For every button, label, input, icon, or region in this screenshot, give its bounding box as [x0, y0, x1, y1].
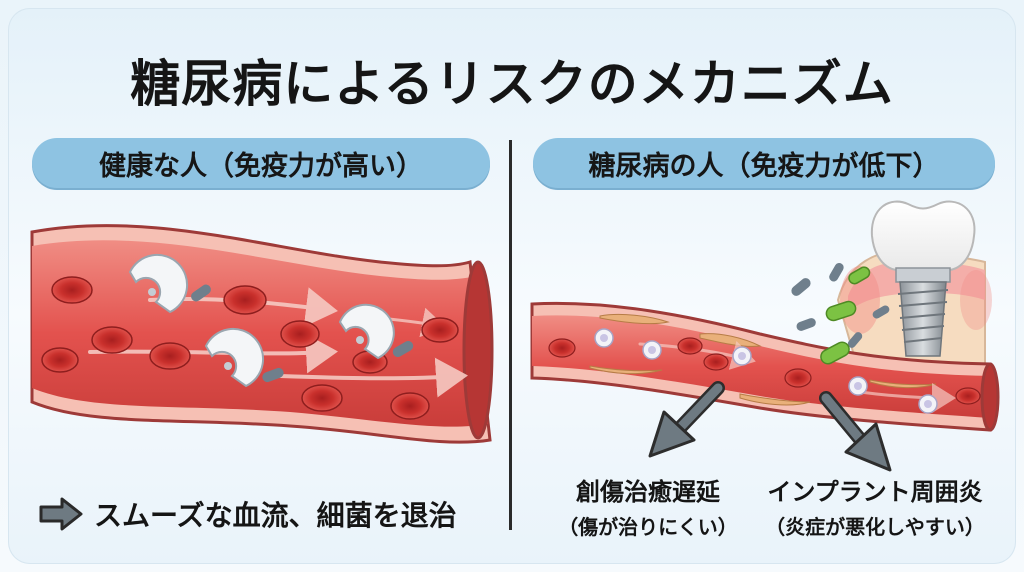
- gum-and-implant: [838, 202, 992, 376]
- risk-peri-implantitis-title: インプラント周囲炎: [767, 478, 982, 506]
- risk-peri-implantitis: インプラント周囲炎 （炎症が悪化しやすい）: [730, 472, 1020, 540]
- healthy-caption: スムーズな血流、細菌を退治: [94, 494, 457, 534]
- risk-wound-healing-subtitle: （傷が治りにくい）: [548, 511, 748, 540]
- right-arrow-icon: [38, 496, 84, 532]
- risk-peri-implantitis-subtitle: （炎症が悪化しやすい）: [730, 511, 1020, 540]
- risk-wound-healing: 創傷治癒遅延 （傷が治りにくい）: [548, 472, 748, 540]
- risk-wound-healing-title: 創傷治癒遅延: [576, 478, 720, 506]
